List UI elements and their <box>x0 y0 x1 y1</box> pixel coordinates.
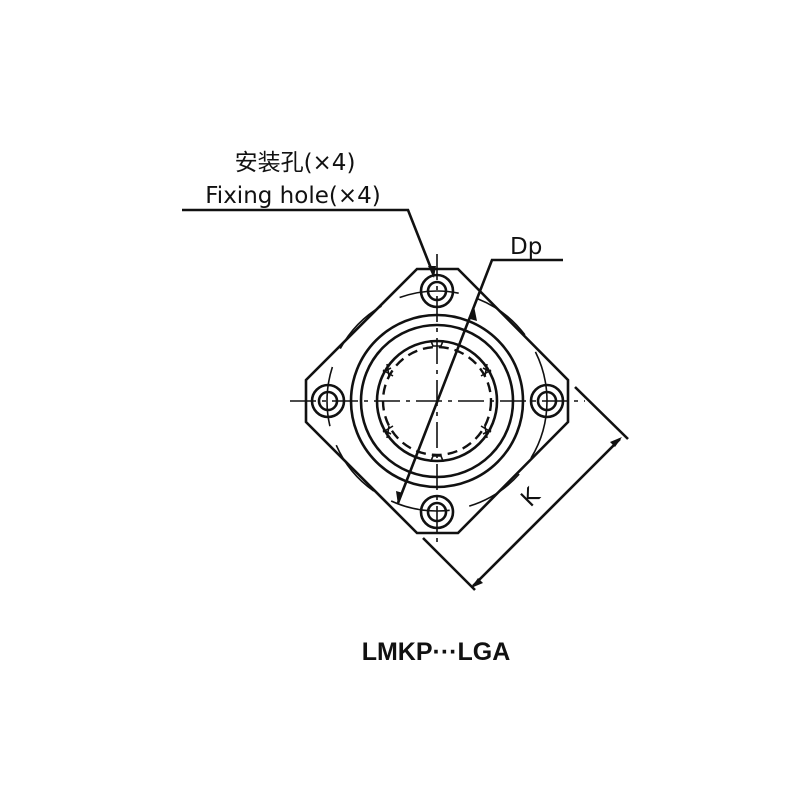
k-arrow-2 <box>471 578 483 588</box>
dp-leader <box>396 258 563 504</box>
k-extension-line-2 <box>422 537 476 591</box>
k-arrow-1 <box>610 437 622 447</box>
retainer-marks <box>382 340 492 462</box>
fixing-hole-label-en: Fixing hole(×4) <box>205 183 380 209</box>
k-label: K <box>516 483 546 513</box>
model-title: LMKP···LGA <box>362 638 511 666</box>
flange-outline <box>304 267 570 535</box>
fixing-hole-label-cn: 安装孔(×4) <box>235 150 356 176</box>
fixing-hole-leader <box>182 208 436 277</box>
dp-arrow-top <box>470 306 477 321</box>
dp-arrow-bottom <box>396 491 403 505</box>
leader-arrow <box>428 266 436 278</box>
k-extension-line-1 <box>574 386 629 440</box>
k-dimension-line <box>472 438 621 587</box>
dp-label: Dp <box>510 234 542 260</box>
